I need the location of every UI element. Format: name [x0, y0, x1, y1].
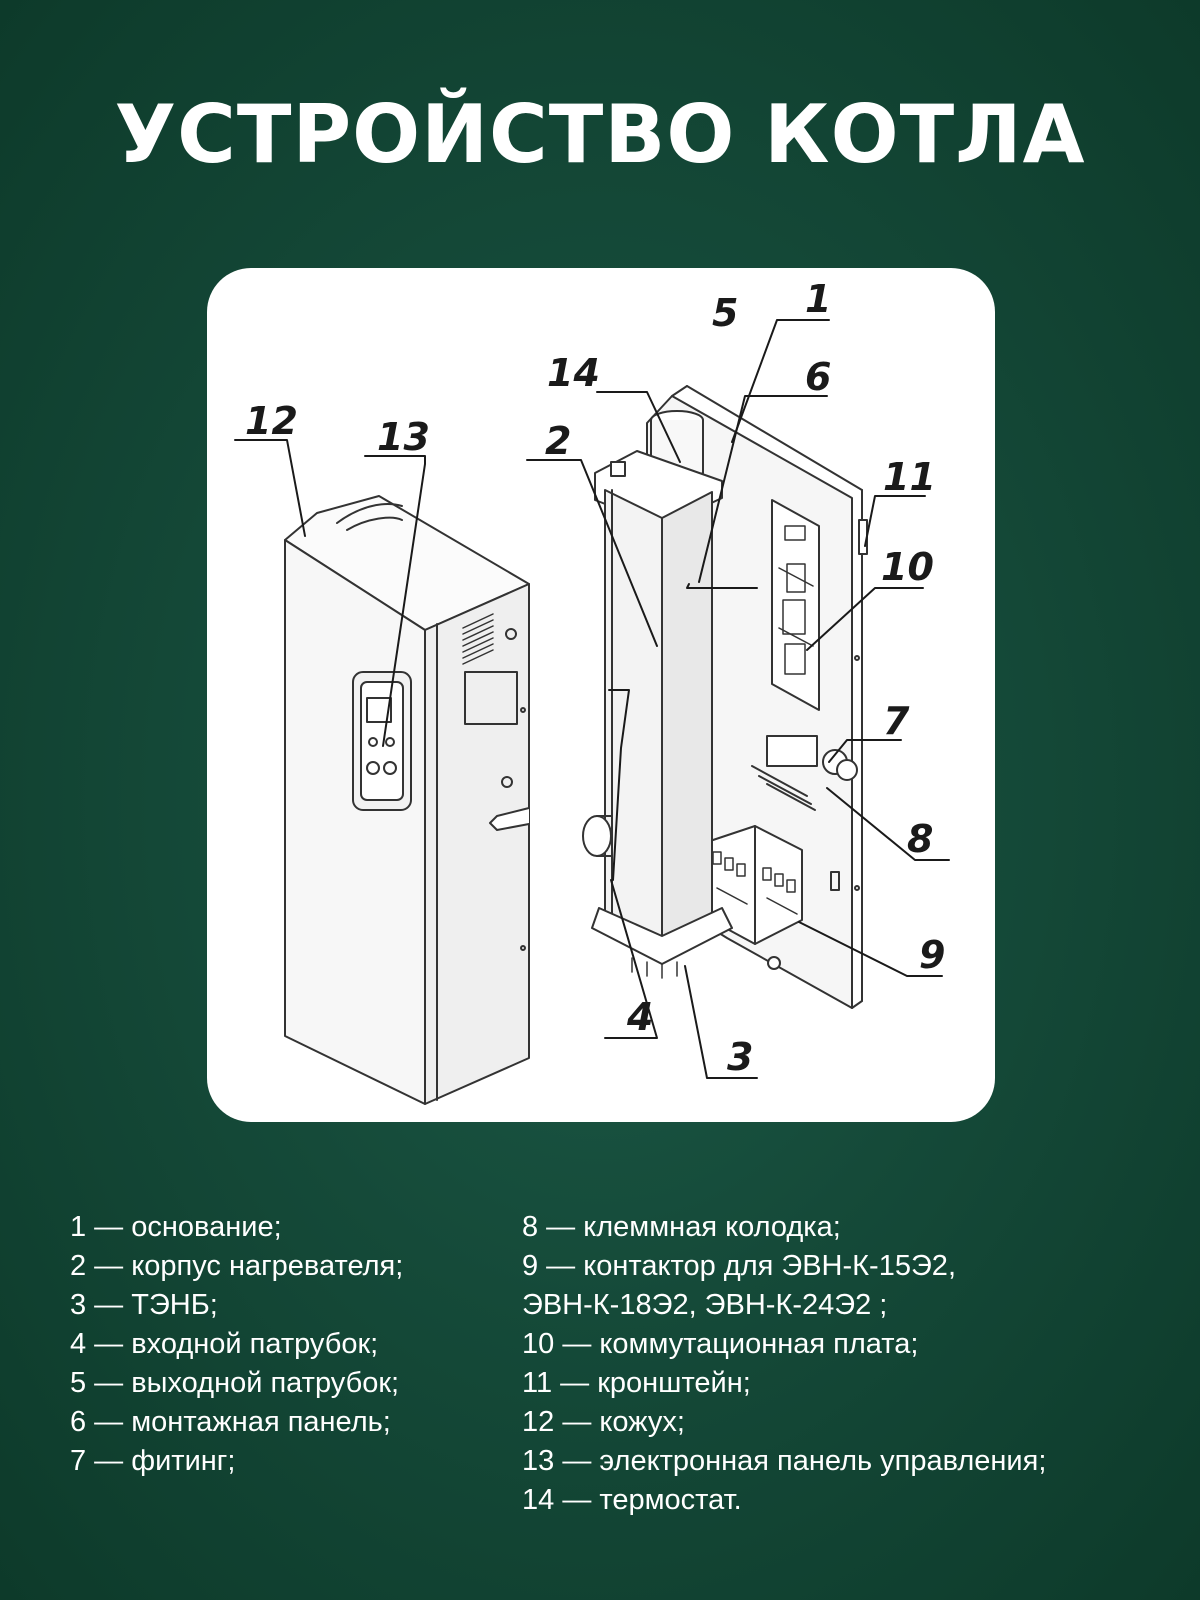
callout-numbers: 12 13 2 14 5 1 6 11 10 7 8 9 4 3	[245, 277, 945, 1079]
callout-9: 9	[919, 933, 945, 977]
callout-4: 4	[626, 995, 653, 1039]
legend-item: ЭВН-К-18Э2, ЭВН-К-24Э2 ;	[522, 1289, 888, 1321]
callout-5: 5	[712, 291, 738, 335]
legend-item: 3 — ТЭНБ;	[70, 1289, 218, 1321]
callout-6: 6	[805, 355, 831, 399]
legend-item: 2 — корпус нагревателя;	[70, 1250, 404, 1282]
callout-8: 8	[907, 817, 933, 861]
legend-left-column: 1 — основание; 2 — корпус нагревателя; 3…	[70, 1208, 403, 1481]
legend-item: 7 — фитинг;	[70, 1445, 236, 1477]
legend-item: 14 — термостат.	[522, 1484, 742, 1516]
legend-item: 6 — монтажная панель;	[70, 1406, 391, 1438]
legend-item: 11 — кронштейн;	[522, 1367, 751, 1399]
callout-12: 12	[245, 399, 298, 443]
legend-item: 10 — коммутационная плата;	[522, 1328, 919, 1360]
boiler-diagram: 12 13 2 14 5 1 6 11 10 7 8 9 4 3	[234, 277, 950, 1105]
legend-item: 12 — кожух;	[522, 1406, 685, 1438]
legend-item: 1 — основание;	[70, 1211, 282, 1243]
legend-item: 4 — входной патрубок;	[70, 1328, 379, 1360]
callout-1: 1	[805, 277, 831, 321]
casing-drawing	[284, 495, 530, 1105]
page-title: УСТРОЙСТВО КОТЛА	[114, 88, 1086, 181]
leader-lines	[234, 319, 950, 1079]
callout-11: 11	[883, 455, 936, 499]
legend-item: 13 — электронная панель управления;	[522, 1445, 1047, 1477]
legend-item: 9 — контактор для ЭВН-К-15Э2,	[522, 1250, 956, 1282]
heater-assembly-drawing	[582, 385, 868, 1009]
callout-14: 14	[547, 351, 600, 395]
legend-item: 5 — выходной патрубок;	[70, 1367, 400, 1399]
callout-3: 3	[727, 1035, 753, 1079]
legend-item: 8 — клеммная колодка;	[522, 1211, 841, 1243]
boiler-diagram-card: 12 13 2 14 5 1 6 11 10 7 8 9 4 3	[207, 268, 995, 1122]
callout-10: 10	[881, 545, 934, 589]
callout-13: 13	[377, 415, 430, 459]
callout-7: 7	[883, 699, 910, 743]
callout-2: 2	[545, 419, 571, 463]
legend-right-column: 8 — клеммная колодка; 9 — контактор для …	[522, 1208, 1046, 1520]
